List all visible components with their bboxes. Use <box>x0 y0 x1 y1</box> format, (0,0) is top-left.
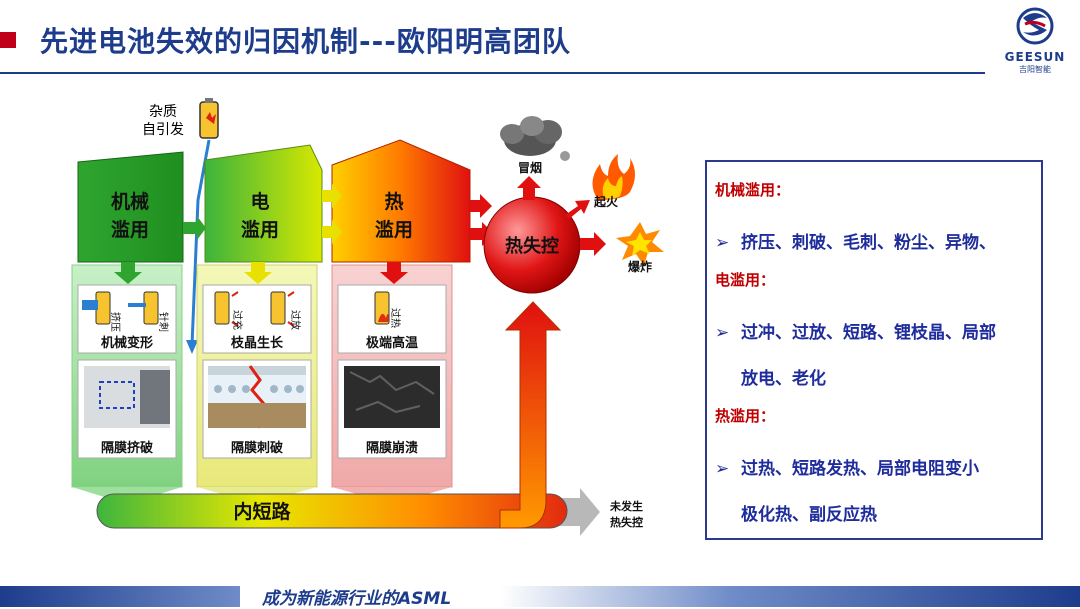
electrical-abuse-text: 过冲、过放、短路、锂枝晶、局部 <box>741 323 996 343</box>
mechanical-stage-box <box>77 284 177 354</box>
arrow-elec-to-heat <box>322 184 342 208</box>
thermal-abuse-line2: 滥用 <box>375 218 413 241</box>
note-crush: 挤压 <box>109 312 122 332</box>
logo-text: GEESUN <box>1004 50 1066 64</box>
arrow-to-explosion <box>580 232 606 256</box>
electrical-abuse-heading: 电滥用： <box>715 271 776 289</box>
no-runaway-label-2: 热失控 <box>610 515 643 529</box>
arrow-to-smoke <box>517 176 541 200</box>
thermal-abuse-block <box>331 139 471 263</box>
note-overcharge: 过充 <box>231 310 244 330</box>
impurity-label-2: 自引发 <box>142 122 184 138</box>
impurity-battery-icon <box>199 98 219 139</box>
failure-mechanism-diagram: 杂质 自引发 机械 滥用 电 滥用 热 滥用 挤压 针刺 机械变形 <box>71 98 664 536</box>
company-logo: GEESUN 吉阳智能 <box>995 4 1075 74</box>
note-overdischarge: 过放 <box>289 310 302 330</box>
electrical-abuse-block <box>204 144 323 263</box>
no-runaway-label-1: 未发生 <box>609 499 643 513</box>
footer-band-right <box>500 586 1080 607</box>
arrow-mech-to-elec <box>183 216 206 240</box>
outcome-explosion: 爆炸 <box>628 259 652 274</box>
thermal-abuse-heading: 热滥用： <box>715 407 776 425</box>
photo-label-crushed: 隔膜挤破 <box>101 440 153 456</box>
explosion-icon <box>616 222 664 266</box>
electrical-abuse-line1: 电 <box>250 190 269 213</box>
thermal-abuse-line1: 热 <box>384 190 403 213</box>
mechanical-abuse-item: ➢ 挤压、刺破、毛刺、粉尘、异物、 <box>715 220 1031 266</box>
mechanical-abuse-line2: 滥用 <box>111 218 149 241</box>
thermal-abuse-item: ➢ 过热、短路发热、局部电阻变小 <box>715 446 1031 492</box>
arrow-down-heat <box>380 262 408 284</box>
outcome-fire: 起火 <box>593 194 619 209</box>
thermal-runaway-label: 热失控 <box>505 235 559 257</box>
footer-band-left <box>0 586 240 607</box>
footer-slogan: 成为新能源行业的ASML <box>262 589 452 609</box>
electrical-abuse-continuation: 放电、老化 <box>741 369 826 389</box>
mechanical-abuse-block <box>77 151 184 263</box>
stage-dendrite-growth: 枝晶生长 <box>230 335 284 351</box>
arrow-to-fire <box>565 200 590 219</box>
abuse-types-panel: 机械滥用： ➢ 挤压、刺破、毛刺、粉尘、异物、 电滥用： ➢ 过冲、过放、短路、锂枝… <box>705 160 1043 540</box>
charge-battery-icon <box>214 291 295 327</box>
mechanical-abuse-heading: 机械滥用： <box>715 181 791 199</box>
arrow-heat-to-runaway-1 <box>470 194 492 218</box>
page-title: 先进电池失效的归因机制---欧阳明高团队 <box>40 25 571 58</box>
logo-swirl-icon <box>1016 7 1054 45</box>
thermal-abuse-continuation: 极化热、副反应热 <box>741 505 877 525</box>
outcome-smoke: 冒烟 <box>518 161 542 175</box>
impurity-label-1: 杂质 <box>149 104 177 120</box>
internal-short-circuit-bar <box>96 493 568 529</box>
electrical-abuse-item: ➢ 过冲、过放、短路、锂枝晶、局部 <box>715 310 1031 356</box>
title-divider <box>0 72 985 74</box>
arrow-down-elec <box>244 262 272 284</box>
arrow-elec-to-heat-2 <box>322 220 342 244</box>
thermal-stage-box <box>337 284 447 354</box>
overheat-battery-icon <box>374 291 390 325</box>
photo-label-pierced: 隔膜刺破 <box>231 440 283 456</box>
note-pierce: 针刺 <box>157 312 170 332</box>
note-overheat: 过热 <box>389 308 402 328</box>
bullet-arrow-icon: ➢ <box>715 459 730 479</box>
mechanical-abuse-line1: 机械 <box>111 190 149 213</box>
stage-mechanical-deformation: 机械变形 <box>101 335 153 351</box>
photo-label-collapse: 隔膜崩溃 <box>366 440 418 456</box>
escalation-arrow <box>499 301 562 529</box>
bullet-arrow-icon: ➢ <box>715 323 730 343</box>
smoke-icon <box>500 116 570 161</box>
arrow-down-mech <box>114 262 142 284</box>
thermal-abuse-text: 过热、短路发热、局部电阻变小 <box>741 459 979 479</box>
short-circuit-label: 内短路 <box>233 500 291 523</box>
crush-battery-icon <box>82 291 159 325</box>
mechanical-abuse-text: 挤压、刺破、毛刺、粉尘、异物、 <box>741 233 996 253</box>
logo-subtext: 吉阳智能 <box>1019 65 1051 74</box>
electrical-abuse-line2: 滥用 <box>241 218 279 241</box>
title-marker <box>0 32 16 48</box>
bullet-arrow-icon: ➢ <box>715 233 730 253</box>
stage-extreme-temperature: 极端高温 <box>366 335 418 351</box>
fire-icon <box>592 154 635 200</box>
